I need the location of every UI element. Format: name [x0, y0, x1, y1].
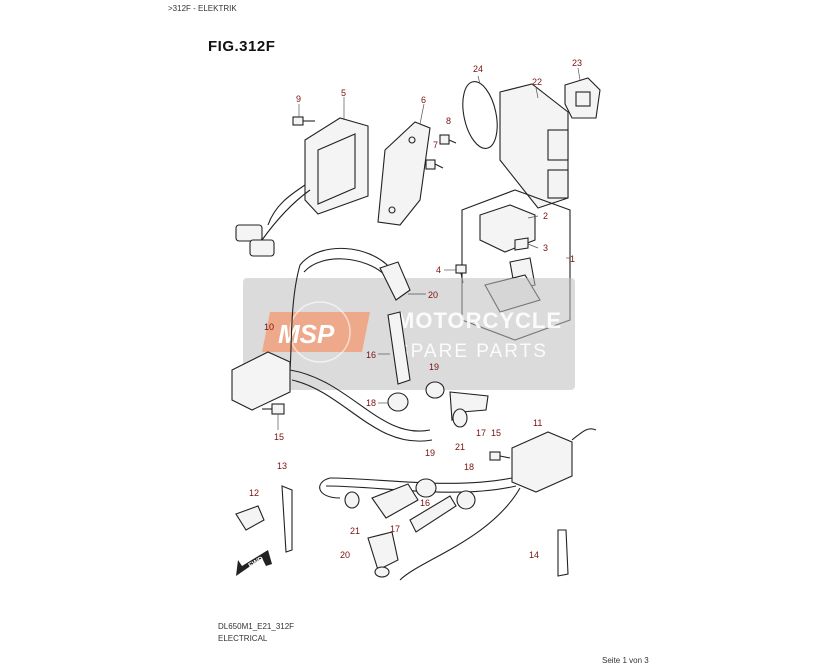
callout-7: 7: [433, 140, 438, 150]
cable-tie[interactable]: [281, 485, 293, 553]
plug-boot-16-lower[interactable]: [409, 495, 457, 533]
callout-20-upper: 20: [428, 290, 438, 300]
callout-18-lower: 18: [464, 462, 474, 472]
callout-labels: 1 2 3 4 5 6 7 8 9 10 11 12 13 14 15 15 1…: [249, 58, 582, 560]
callout-8: 8: [446, 116, 451, 126]
callout-13: 13: [277, 461, 287, 471]
watermark-line1: MOTORCYCLE: [396, 308, 562, 333]
footer-code: DL650M1_E21_312F: [218, 622, 295, 631]
plug-cap-20-upper[interactable]: [379, 261, 411, 301]
callout-18-upper: 18: [366, 398, 376, 408]
bracket[interactable]: [377, 121, 431, 226]
seal-19-lower[interactable]: [415, 478, 437, 498]
footer-section: ELECTRICAL: [218, 634, 268, 643]
seal-18-lower[interactable]: [456, 490, 476, 510]
callout-4: 4: [436, 265, 441, 275]
seal-18-upper[interactable]: [387, 392, 409, 412]
callout-17-upper: 17: [476, 428, 486, 438]
wire-clamp[interactable]: [557, 529, 569, 577]
callout-15-front: 15: [274, 432, 284, 442]
plug-cap-20-lower-end: [374, 566, 390, 578]
callout-21-upper: 21: [455, 442, 465, 452]
bolt-15-rear[interactable]: [489, 451, 511, 461]
callout-14: 14: [529, 550, 539, 560]
plug-boot-16-upper[interactable]: [387, 311, 411, 385]
callout-19-upper: 19: [429, 362, 439, 372]
callout-17-lower: 17: [390, 524, 400, 534]
callout-15-rear: 15: [491, 428, 501, 438]
callout-3: 3: [543, 243, 548, 253]
callout-1: 1: [570, 254, 575, 264]
callout-20-lower: 20: [340, 550, 350, 560]
ecm[interactable]: [499, 83, 569, 209]
ignition-coil-front[interactable]: [231, 247, 433, 442]
bolt-8[interactable]: [439, 134, 457, 145]
callout-2: 2: [543, 211, 548, 221]
page-indicator: Seite 1 von 3: [602, 656, 649, 665]
plug-cap-17-lower[interactable]: [371, 483, 419, 519]
ignition-coil-rear[interactable]: [319, 428, 597, 581]
callout-23: 23: [572, 58, 582, 68]
seal-21-upper[interactable]: [452, 408, 468, 428]
bolt-15-front[interactable]: [262, 403, 285, 415]
fwd-label: FWD: [248, 556, 265, 570]
ecm-connector[interactable]: [564, 77, 601, 119]
callout-11: 11: [533, 418, 542, 428]
regulator-rectifier[interactable]: [235, 117, 369, 257]
seal-19-upper[interactable]: [425, 381, 445, 399]
breadcrumb[interactable]: >312F - ELEKTRIK: [168, 4, 237, 13]
callout-16-upper: 16: [366, 350, 376, 360]
callout-9: 9: [296, 94, 301, 104]
callout-19-lower: 19: [425, 448, 435, 458]
callout-21-lower: 21: [350, 526, 360, 536]
plug-cap-20-lower[interactable]: [367, 531, 399, 571]
watermark-line2: SPARE PARTS: [396, 341, 548, 362]
bolt-9[interactable]: [292, 116, 315, 126]
clamp[interactable]: [235, 505, 265, 531]
forward-arrow-icon: FWD: [236, 550, 272, 576]
leader-lines: [277, 67, 581, 430]
watermark: MSP MOTORCYCLE SPARE PARTS: [243, 278, 575, 390]
callout-12: 12: [249, 488, 259, 498]
o-ring[interactable]: [457, 78, 502, 151]
callout-24: 24: [473, 64, 483, 74]
bolt-7[interactable]: [425, 159, 444, 170]
callout-6: 6: [421, 95, 426, 105]
callout-22: 22: [532, 77, 542, 87]
watermark-logo-text: MSP: [278, 319, 335, 349]
callout-10: 10: [264, 322, 274, 332]
figure-title: FIG.312F: [208, 38, 276, 55]
callout-5: 5: [341, 88, 346, 98]
callout-16-lower: 16: [420, 498, 430, 508]
seal-21-lower[interactable]: [344, 491, 360, 509]
